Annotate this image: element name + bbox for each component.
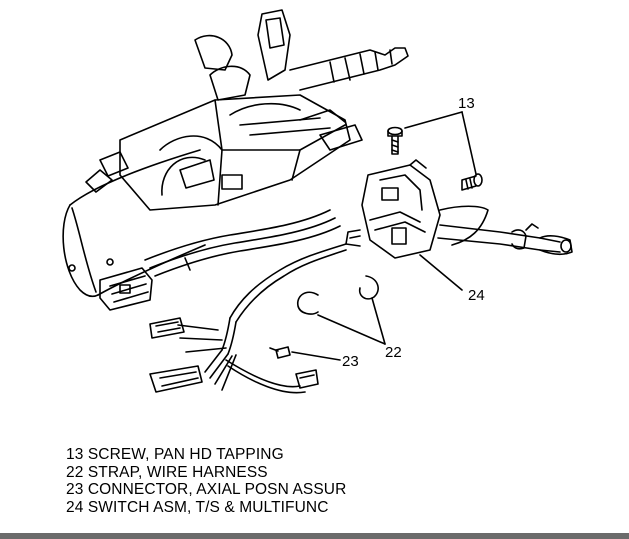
legend-item: 13 SCREW, PAN HD TAPPING xyxy=(66,446,284,463)
column-wiring-harness xyxy=(144,209,341,277)
switch-wiring-harness xyxy=(177,243,347,394)
callout-23: 23 xyxy=(342,353,359,370)
harness-connector-upper xyxy=(149,317,185,339)
tapping-screw-upper xyxy=(387,126,403,155)
callout-22: 22 xyxy=(385,344,402,361)
callout-13-leaders xyxy=(404,111,477,175)
legend-item: 22 STRAP, WIRE HARNESS xyxy=(66,463,268,481)
steering-column-tube xyxy=(62,149,206,298)
upper-steering-shaft xyxy=(289,47,409,91)
legend-item: 24 SWITCH ASM, T/S & MULTIFUNC xyxy=(66,498,329,516)
callout-24: 24 xyxy=(468,287,485,304)
tapping-screw-lower xyxy=(461,173,483,191)
multifunction-switch-assembly xyxy=(345,159,441,259)
legend-item: 23 CONNECTOR, AXIAL POSN ASSUR xyxy=(66,481,347,498)
callout-23-leader xyxy=(291,351,341,361)
bottom-divider-bar xyxy=(0,533,629,539)
parts-legend: 13 SCREW, PAN HD TAPPING 22 STRAP, WIRE … xyxy=(66,446,346,516)
wire-strap-left xyxy=(296,291,319,315)
column-housing xyxy=(119,94,363,211)
axial-position-connector xyxy=(269,346,291,359)
callout-24-leader xyxy=(419,254,463,291)
wire-strap-right xyxy=(358,275,379,300)
callout-22-leaders xyxy=(317,297,386,345)
turn-signal-lever xyxy=(437,205,573,255)
callout-13: 13 xyxy=(458,95,475,112)
tilt-lever xyxy=(194,9,291,101)
column-connector xyxy=(99,267,153,311)
connector-position-assurance xyxy=(295,369,319,389)
harness-connector-lower xyxy=(149,365,203,393)
steering-column-exploded-diagram xyxy=(62,9,573,394)
